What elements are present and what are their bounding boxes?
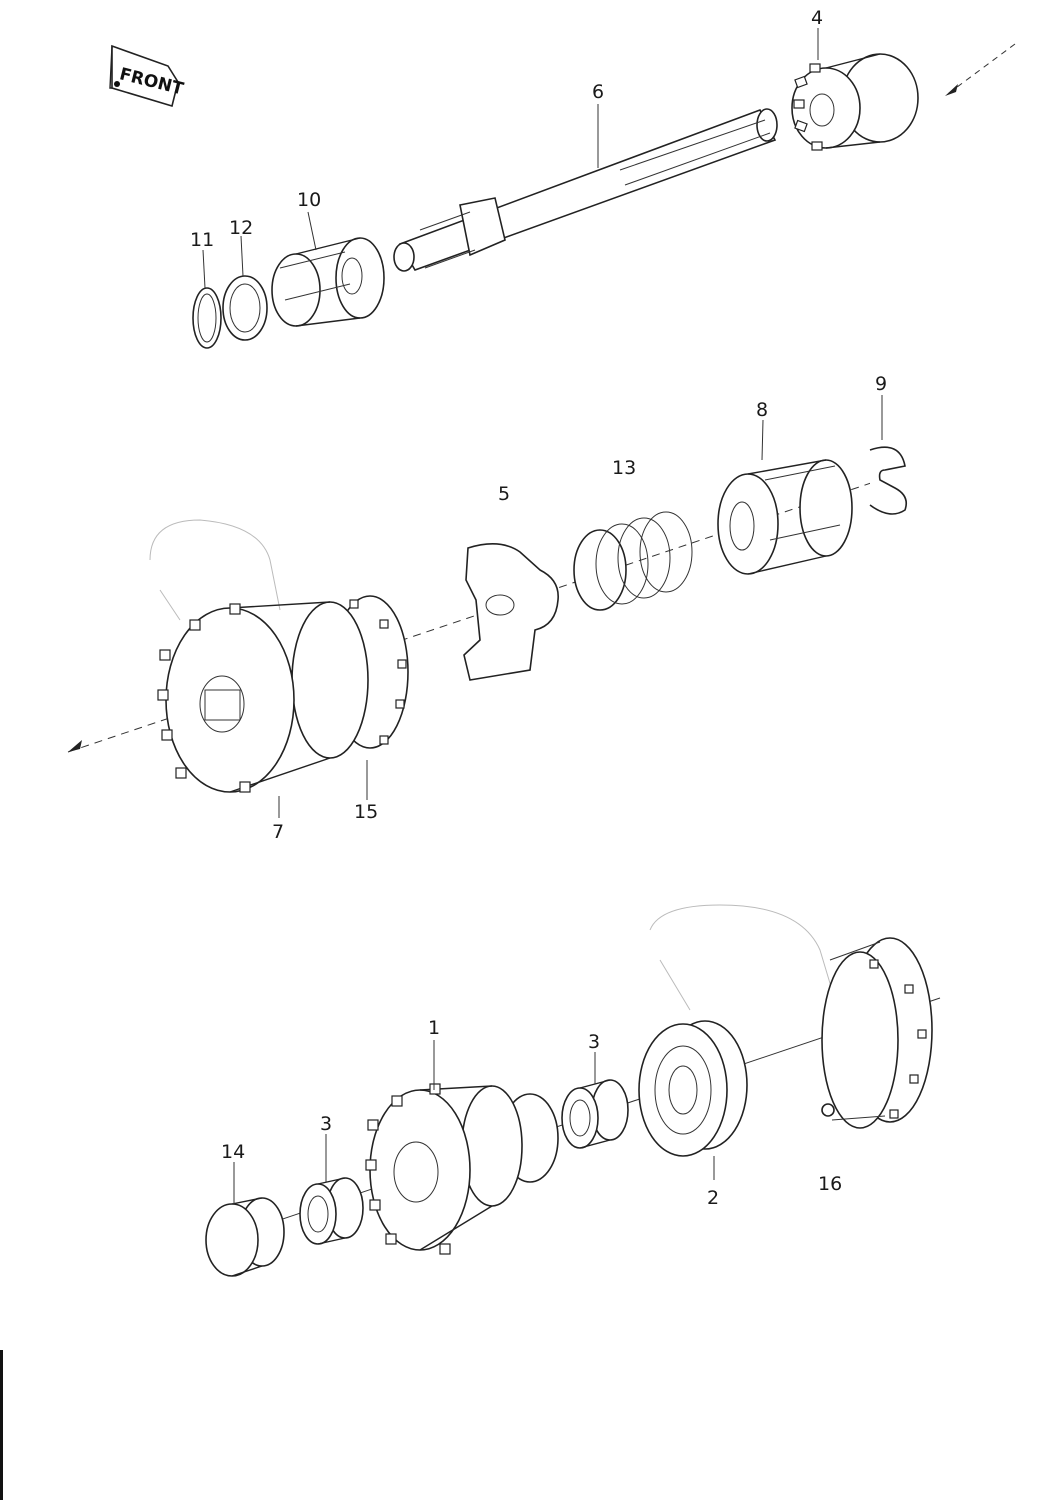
part-7-gear-cluster	[157, 595, 409, 793]
callout-3-left: 3	[320, 1113, 332, 1135]
part-14-collar	[205, 1197, 285, 1277]
part-8-gear	[717, 459, 853, 575]
part-6-shaft	[393, 108, 778, 272]
callout-14: 14	[221, 1141, 245, 1163]
part-10-gear	[271, 237, 385, 327]
callout-7: 7	[272, 821, 284, 843]
callout-10: 10	[297, 189, 321, 211]
part-1-gear	[365, 1083, 559, 1255]
axis-arrow-icon	[945, 84, 958, 96]
part-11-circlip	[192, 287, 222, 349]
part-4-gear	[791, 53, 919, 151]
callout-1: 1	[428, 1017, 440, 1039]
top-shaft-group	[192, 43, 1016, 349]
callout-11: 11	[190, 229, 214, 251]
callout-13: 13	[612, 457, 636, 479]
middle-gear-group	[67, 446, 908, 793]
callout-15: 15	[354, 801, 378, 823]
callout-labels: 4 6 10 12 11 9 8 13 5 7 15 1 3 3 14 2 16	[190, 7, 887, 1209]
callout-9: 9	[875, 373, 887, 395]
part-5-shift-fork	[463, 543, 559, 681]
callout-3-right: 3	[588, 1031, 600, 1053]
part-9-circlip	[869, 446, 908, 515]
part-3-needle-bearing-left	[299, 1177, 364, 1245]
callout-2: 2	[707, 1187, 719, 1209]
callout-8: 8	[756, 399, 768, 421]
part-16-gear-cluster	[821, 937, 933, 1129]
scan-edge-mark	[0, 1350, 3, 1500]
callout-16: 16	[818, 1173, 842, 1195]
front-direction-tag: FRONT	[109, 44, 186, 108]
axis-arrow-left-icon	[68, 740, 82, 752]
callout-12: 12	[229, 217, 253, 239]
part-3-needle-bearing-right	[561, 1079, 629, 1149]
callout-5: 5	[498, 483, 510, 505]
callout-6: 6	[592, 81, 604, 103]
axis-line-top	[944, 43, 1016, 97]
callout-4: 4	[811, 7, 823, 29]
bottom-gear-group	[205, 904, 941, 1277]
leader-lines	[202, 28, 883, 1204]
part-13-spring	[573, 511, 693, 611]
part-2-bearing	[638, 1020, 748, 1157]
